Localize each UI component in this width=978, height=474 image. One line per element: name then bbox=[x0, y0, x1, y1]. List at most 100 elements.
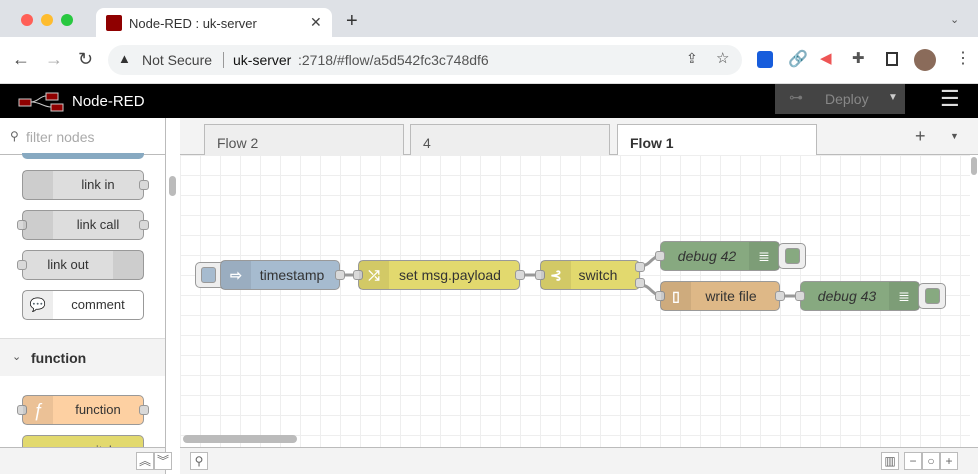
security-label[interactable]: Not Secure bbox=[142, 52, 213, 68]
main-menu-icon[interactable]: ☰ bbox=[940, 86, 960, 111]
output-port[interactable] bbox=[139, 180, 149, 190]
tab-title: Node-RED : uk-server bbox=[129, 16, 257, 31]
node-inject-timestamp[interactable]: ⇨timestamp bbox=[220, 260, 345, 290]
input-port[interactable] bbox=[795, 291, 805, 301]
comment-bubble-icon: 💬 bbox=[23, 291, 53, 319]
node-red-favicon-icon bbox=[106, 15, 122, 31]
node-debug-42[interactable]: debug 42≣ bbox=[655, 241, 780, 271]
add-flow-button[interactable]: + bbox=[915, 126, 926, 146]
sidebar-panel-icon[interactable] bbox=[886, 52, 898, 66]
output-port[interactable] bbox=[515, 270, 525, 280]
search-icon: ⚲ bbox=[10, 129, 19, 143]
shuffle-icon: ⤮ bbox=[359, 261, 389, 289]
palette-node-comment[interactable]: 💬comment bbox=[22, 290, 144, 320]
maximize-window-button[interactable] bbox=[61, 14, 73, 26]
tab-flow-1[interactable]: Flow 1 bbox=[617, 124, 817, 156]
collapse-all-button[interactable]: ︽ bbox=[136, 452, 154, 470]
flow-list-dropdown-icon[interactable]: ▼ bbox=[950, 131, 959, 141]
category-label: function bbox=[31, 350, 87, 366]
palette-node-switch[interactable]: switch bbox=[22, 435, 144, 447]
deploy-button[interactable]: ⊶ Deploy ▼ bbox=[775, 84, 905, 114]
palette-footer: ︽ ︾ bbox=[0, 447, 172, 474]
output-port[interactable] bbox=[335, 270, 345, 280]
tab-4[interactable]: 4 bbox=[410, 124, 610, 155]
input-port[interactable] bbox=[17, 220, 27, 230]
palette-category-function[interactable]: ⌄ function bbox=[0, 338, 165, 376]
debug-toggle-inner bbox=[785, 248, 800, 264]
input-port[interactable] bbox=[535, 270, 545, 280]
extensions-puzzle-icon[interactable]: ✚ bbox=[852, 50, 865, 67]
node-debug-43[interactable]: debug 43≣ bbox=[795, 281, 920, 311]
palette-node-link-in[interactable]: link in bbox=[22, 170, 149, 200]
reload-icon[interactable]: ↻ bbox=[78, 49, 94, 69]
canvas-vscroll-track bbox=[970, 155, 978, 447]
node-switch[interactable]: ⊰switch bbox=[535, 260, 645, 290]
url-path: :2718/#flow/a5d542fc3c748df6 bbox=[298, 52, 489, 68]
inject-button-inner bbox=[201, 267, 216, 283]
url-host: uk-server bbox=[233, 52, 292, 68]
expand-all-button[interactable]: ︾ bbox=[154, 452, 172, 470]
warning-icon: ▲ bbox=[118, 51, 131, 66]
node-palette: ⚲ filter nodes link in link call link ou… bbox=[0, 118, 172, 474]
debug-toggle-inner bbox=[925, 288, 940, 304]
megaphone-extension-icon[interactable]: ◀ bbox=[820, 50, 832, 67]
tab-search-chevron-icon[interactable]: ⌄ bbox=[950, 14, 960, 26]
zoom-reset-button[interactable]: ○ bbox=[922, 452, 940, 470]
node-write-file[interactable]: ▯write file bbox=[655, 281, 785, 311]
canvas-hscrollbar[interactable] bbox=[183, 435, 297, 443]
address-bar[interactable]: ▲ Not Secure uk-server :2718/#flow/a5d54… bbox=[108, 45, 742, 75]
app-title: Node-RED bbox=[72, 93, 145, 110]
output-port[interactable] bbox=[775, 291, 785, 301]
chevron-down-icon: ⌄ bbox=[12, 351, 22, 363]
palette-search[interactable]: ⚲ filter nodes bbox=[0, 118, 165, 155]
deploy-icon: ⊶ bbox=[789, 89, 803, 105]
debug-42-toggle[interactable] bbox=[778, 243, 806, 269]
deploy-dropdown-icon[interactable]: ▼ bbox=[888, 92, 898, 103]
tab-flow-2[interactable]: Flow 2 bbox=[204, 124, 404, 155]
back-icon[interactable]: ← bbox=[12, 49, 30, 69]
deploy-label: Deploy bbox=[825, 91, 869, 107]
node-red-logo-icon bbox=[18, 92, 64, 112]
palette-node-link-call[interactable]: link call bbox=[17, 210, 149, 240]
debug-43-toggle[interactable] bbox=[918, 283, 946, 309]
inject-arrow-icon: ⇨ bbox=[221, 261, 251, 289]
function-icon: ƒ bbox=[23, 396, 53, 424]
canvas-vscrollbar[interactable] bbox=[971, 157, 977, 175]
close-tab-icon[interactable]: ✕ bbox=[310, 14, 322, 30]
palette-node-partial[interactable] bbox=[22, 153, 144, 159]
debug-list-icon: ≣ bbox=[889, 282, 919, 310]
new-tab-button[interactable]: + bbox=[346, 10, 358, 32]
input-port[interactable] bbox=[17, 260, 27, 270]
forward-icon[interactable]: → bbox=[45, 49, 63, 69]
browser-tab[interactable]: Node-RED : uk-server ✕ bbox=[96, 8, 332, 38]
share-icon[interactable]: ⇪ bbox=[686, 50, 698, 66]
close-window-button[interactable] bbox=[21, 14, 33, 26]
input-port[interactable] bbox=[17, 405, 27, 415]
minimize-window-button[interactable] bbox=[41, 14, 53, 26]
output-port-2[interactable] bbox=[635, 278, 645, 288]
link-in-icon bbox=[23, 171, 53, 199]
node-change-set-payload[interactable]: ⤮set msg.payload bbox=[353, 260, 525, 290]
flow-canvas[interactable] bbox=[180, 155, 970, 447]
output-port[interactable] bbox=[139, 220, 149, 230]
link-extension-icon[interactable]: 🔗 bbox=[788, 51, 808, 68]
search-flows-button[interactable]: ⚲ bbox=[190, 452, 208, 470]
output-port-1[interactable] bbox=[635, 262, 645, 272]
bookmark-star-icon[interactable]: ☆ bbox=[716, 50, 730, 67]
zoom-out-button[interactable]: − bbox=[904, 452, 922, 470]
palette-node-link-out[interactable]: link out bbox=[17, 250, 144, 280]
input-port[interactable] bbox=[353, 270, 363, 280]
filter-nodes-input[interactable]: filter nodes bbox=[26, 129, 95, 145]
palette-scrollbar[interactable] bbox=[169, 176, 176, 196]
input-port[interactable] bbox=[655, 291, 665, 301]
bitwarden-extension-icon[interactable] bbox=[757, 51, 773, 68]
profile-avatar[interactable] bbox=[914, 49, 936, 71]
navigator-map-icon[interactable]: ▥ bbox=[881, 452, 899, 470]
browser-menu-icon[interactable]: ⋮ bbox=[955, 50, 971, 67]
zoom-in-button[interactable]: + bbox=[940, 452, 958, 470]
palette-scrollbar-track bbox=[166, 155, 180, 447]
workspace-footer: ⚲ ▥ − ○ + bbox=[180, 447, 978, 474]
input-port[interactable] bbox=[655, 251, 665, 261]
output-port[interactable] bbox=[139, 405, 149, 415]
